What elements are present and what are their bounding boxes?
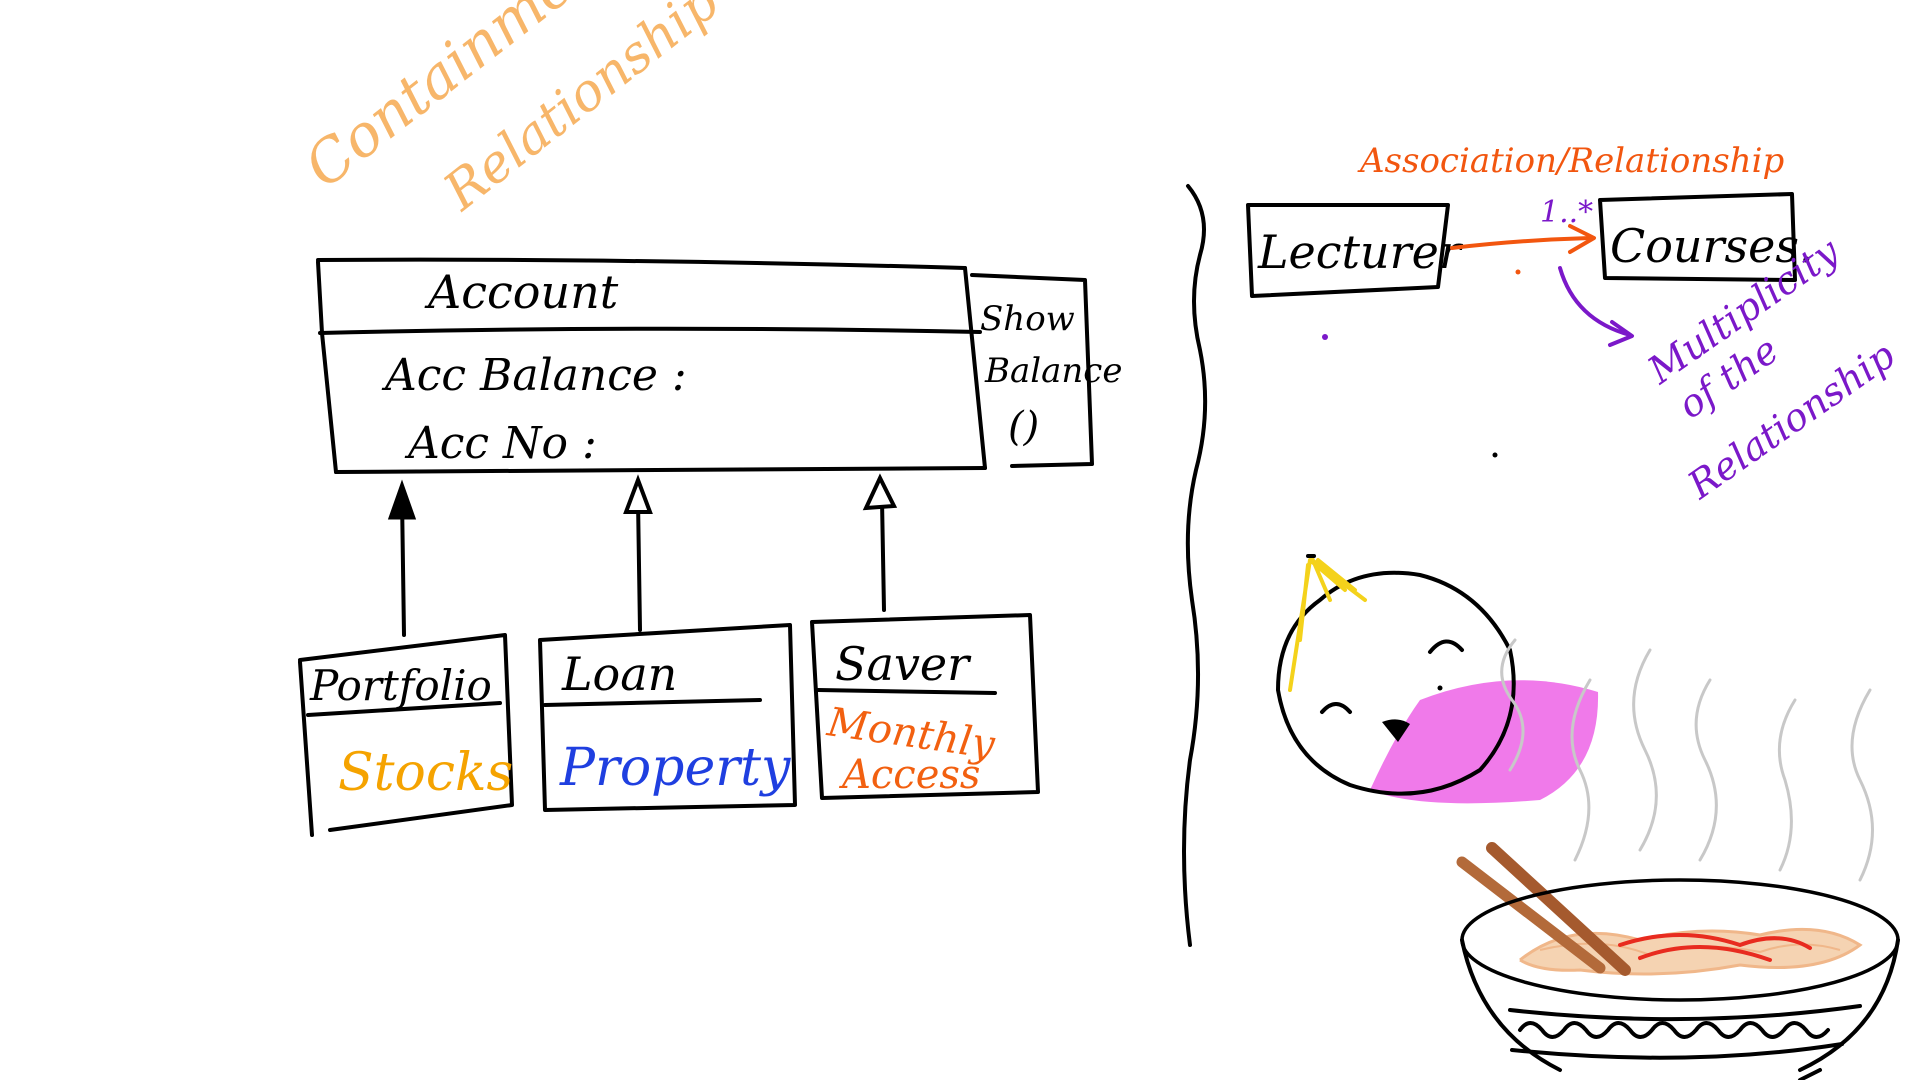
multiplicity-label: 1..* [1540, 195, 1593, 230]
account-method-line1: Show [980, 299, 1075, 339]
wavy-divider [1182, 184, 1208, 947]
association-title: Association/Relationship [1357, 141, 1784, 181]
multiplicity-note-line3: Relationship [1679, 333, 1903, 508]
association-arrow [1450, 224, 1596, 254]
saver-class-box [810, 613, 1040, 800]
account-attr-number: Acc No : [404, 418, 597, 469]
multiplicity-pointer-arrow [1558, 266, 1634, 347]
portfolio-detail: Stocks [338, 743, 513, 803]
noodle-bowl-icon [1456, 638, 1900, 1080]
loan-class-name: Loan [561, 647, 677, 701]
stray-dot-black [1492, 452, 1498, 458]
saver-detail-line2: Access [838, 752, 980, 798]
account-class-name: Account [424, 265, 619, 319]
lecturer-class-name: Lecturer [1257, 225, 1464, 279]
saver-class-name: Saver [835, 637, 972, 691]
account-attr-balance: Acc Balance : [381, 350, 687, 401]
portfolio-class-name: Portfolio [309, 661, 492, 710]
stray-dot-orange [1515, 269, 1521, 275]
dumpling-character-icon [1276, 554, 1599, 804]
loan-detail: Property [559, 738, 791, 798]
stray-dot-purple [1322, 334, 1328, 340]
courses-class-name: Courses. [1610, 219, 1814, 273]
account-method-line3: () [1008, 404, 1039, 450]
courses-class-box [1598, 192, 1797, 282]
inheritance-arrow-loan [623, 474, 653, 632]
account-class-box [316, 257, 1094, 474]
loan-class-box [538, 623, 797, 812]
account-method-line2: Balance [984, 351, 1122, 391]
inheritance-arrow-saver [862, 473, 898, 612]
lecturer-class-box [1246, 203, 1450, 298]
portfolio-class-box [298, 633, 514, 837]
inheritance-arrow-portfolio [387, 479, 417, 637]
